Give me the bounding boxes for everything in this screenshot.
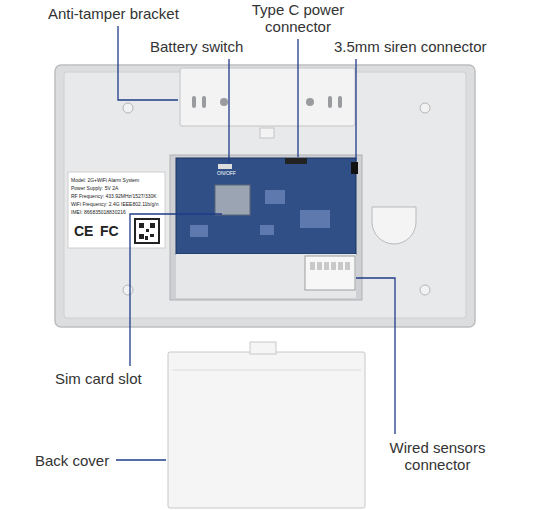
sticker-text: Model: 2G+WiFi Alarm System	[71, 177, 163, 183]
part-label: Sim card slot	[55, 370, 195, 387]
part-label: Battery switch	[150, 38, 280, 55]
part-label: Wired sensors connector	[380, 439, 495, 473]
sticker-text: IMEI: 866835018830216	[71, 209, 163, 215]
certification-mark: CE	[74, 224, 98, 238]
part-label: Back cover	[35, 452, 125, 469]
sticker-text: Power Supply: 5V 2A	[71, 185, 163, 191]
certification-mark: FC	[100, 224, 124, 238]
part-label: 3.5mm siren connector	[334, 38, 534, 55]
part-label: Anti-tamper bracket	[48, 5, 228, 22]
part-label: Type C power connector	[238, 1, 358, 35]
sticker-text: RF Frequency: 433.92MHz/1527/330K	[71, 193, 163, 199]
switch-marking: ON/OFF	[217, 170, 247, 176]
sticker-text: WiFi Frequency: 2.4G IEEE802.11b/g/n	[71, 201, 163, 207]
